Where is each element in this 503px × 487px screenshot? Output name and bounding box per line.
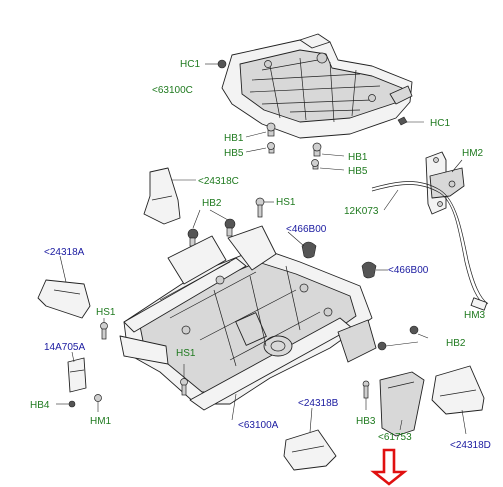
hb4-bolt [56,400,76,408]
hb1-hb5-bolts-right [311,142,345,171]
label-hb5-right: HB5 [348,166,368,177]
label-24318b: <24318B [298,398,339,409]
label-hs1-mid: HS1 [176,348,196,359]
label-hb2-right: HB2 [446,338,466,349]
label-63100a: <63100A [238,420,279,431]
cable-12k073 [371,181,489,311]
label-63100c: <63100C [152,85,193,96]
hm1-nut [94,394,102,412]
hs1-screw-mid [180,364,188,396]
cover-24318c [143,167,196,225]
label-hb4: HB4 [30,400,50,411]
label-24318d: <24318D [450,440,491,451]
label-24318c: <24318C [198,176,239,187]
bracket-14a705a [67,351,87,393]
hb3-screw [362,380,370,410]
label-hb1-left: HB1 [224,133,244,144]
label-hm2: HM2 [462,148,484,159]
label-hm1: HM1 [90,416,112,427]
label-466b00-right: <466B00 [388,265,429,276]
cover-24318a [37,255,91,319]
part-466b00-left [287,231,317,259]
trim-61753 [379,371,425,437]
label-hb3: HB3 [356,416,376,427]
label-hb2-top: HB2 [202,198,222,209]
hb2-bolts-right [377,325,429,351]
label-hs1-left: HS1 [96,307,116,318]
label-hm3: HM3 [464,310,486,321]
hc1-clip-top [205,59,227,69]
label-12k073: 12K073 [344,206,379,217]
hs1-screw-top [255,197,274,218]
callout-arrow-icon [370,448,408,486]
hs1-screw-left [100,318,108,340]
label-61753: <61753 [378,432,412,443]
seat-cushion-pan [221,33,413,139]
label-hc1-top: HC1 [180,59,200,70]
cover-24318d [431,365,485,435]
label-466b00-left: <466B00 [286,224,327,235]
hm2-hinge-bracket [425,151,465,215]
hb1-hb5-bolts-left [245,122,276,154]
part-labels: HC1 <63100C HC1 HB1 HB5 HB1 HB5 HM2 <243… [30,59,491,451]
label-hb1-right: HB1 [348,152,368,163]
label-hb5-left: HB5 [224,148,244,159]
label-24318a: <24318A [44,247,85,258]
label-14a705a: 14A705A [44,342,85,353]
part-466b00-right [361,261,388,279]
hc1-clip-right [397,116,424,126]
seat-frame-63100a [119,225,377,421]
label-hc1-right: HC1 [430,118,450,129]
cover-24318b [283,407,337,471]
label-hs1-top: HS1 [276,197,296,208]
